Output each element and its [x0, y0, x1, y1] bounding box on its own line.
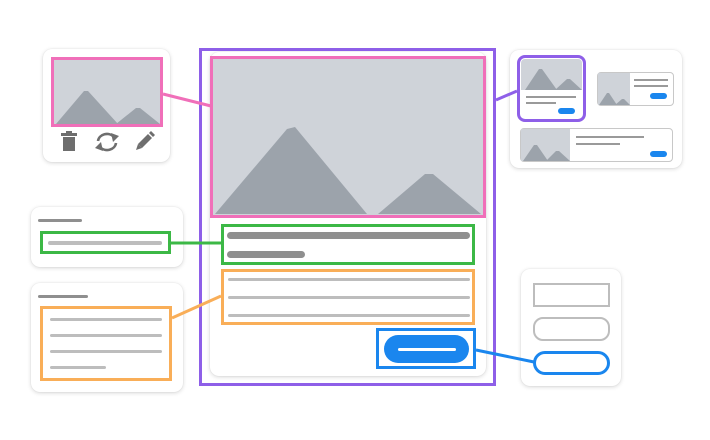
variant-compact-line — [634, 79, 668, 81]
variant-vertical-line — [526, 96, 576, 98]
body-text-block — [221, 269, 475, 325]
button-variant-pill[interactable] — [533, 351, 610, 375]
mountain-icon — [215, 127, 481, 214]
heading-block — [221, 224, 475, 265]
thumbnail-image — [51, 57, 163, 127]
heading-card-field-line — [48, 241, 162, 245]
variant-vertical-button — [558, 108, 575, 114]
variant-compact-line — [634, 85, 668, 87]
body-line — [228, 314, 470, 317]
variant-wide-button — [650, 151, 667, 157]
trash-icon[interactable] — [60, 131, 78, 151]
refresh-icon[interactable] — [94, 130, 120, 154]
mountain-icon — [523, 145, 570, 161]
hero-image — [210, 56, 486, 218]
body-card-title-line — [38, 295, 88, 298]
button-variant-rounded[interactable] — [533, 317, 610, 341]
heading-card-title-line — [38, 219, 82, 222]
heading-line — [227, 232, 470, 239]
body-line — [228, 296, 470, 299]
action-button-frame — [376, 328, 476, 369]
variant-wide-line — [576, 136, 644, 138]
button-variant-rectangle[interactable] — [533, 283, 610, 307]
body-card-line — [50, 366, 106, 369]
variant-wide-image — [521, 129, 570, 161]
subheading-line — [227, 251, 305, 258]
mountain-icon — [599, 93, 630, 105]
mountain-icon — [525, 69, 582, 90]
pencil-icon[interactable] — [135, 131, 155, 151]
variant-wide-line — [576, 143, 620, 145]
heading-card-field — [40, 231, 171, 254]
variant-compact-image — [598, 73, 630, 105]
body-card-field — [40, 306, 172, 381]
body-text-card — [31, 283, 183, 392]
main-card-outline — [199, 48, 496, 386]
body-card-line — [50, 318, 162, 321]
mountain-icon — [56, 91, 160, 124]
action-button-label — [398, 348, 456, 351]
body-card-line — [50, 350, 162, 353]
heading-card — [31, 207, 183, 267]
variant-vertical-line — [526, 102, 556, 104]
body-line — [228, 278, 470, 281]
variant-compact-button — [650, 93, 667, 99]
body-card-line — [50, 334, 162, 337]
variant-vertical-image — [521, 59, 582, 90]
